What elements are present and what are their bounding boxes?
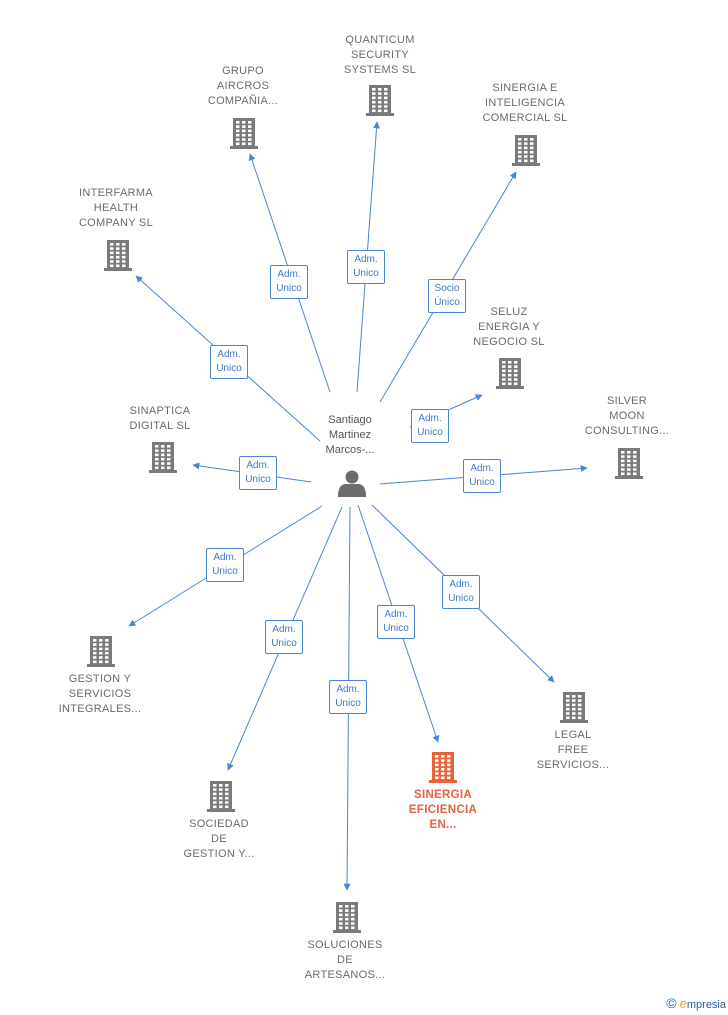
building-icon[interactable] (207, 781, 235, 812)
edge-label[interactable]: Socio Único (428, 278, 466, 313)
edge-label[interactable]: Adm. Unico (210, 344, 248, 379)
building-icon[interactable] (104, 240, 132, 271)
edges-layer (128, 121, 588, 891)
building-icon[interactable] (429, 752, 457, 783)
edge-label[interactable]: Adm. Unico (270, 264, 308, 299)
building-icon[interactable] (512, 135, 540, 166)
building-icon[interactable] (496, 358, 524, 389)
icons-layer (87, 85, 643, 933)
edge-label[interactable]: Adm. Unico (239, 455, 277, 490)
building-icon[interactable] (560, 692, 588, 723)
copyright-symbol: © (666, 995, 677, 1011)
company-label[interactable]: SILVER MOON CONSULTING... (584, 395, 670, 437)
brand-initial: e (679, 996, 687, 1011)
company-label[interactable]: GESTION Y SERVICIOS INTEGRALES... (58, 673, 142, 715)
building-icon[interactable] (366, 85, 394, 116)
edge-label[interactable]: Adm. Unico (265, 619, 303, 654)
edge-label[interactable]: Adm. Unico (442, 574, 480, 609)
edge-label[interactable]: Adm. Unico (329, 679, 367, 714)
company-label[interactable]: GRUPO AIRCROS COMPAÑIA... (207, 65, 279, 107)
company-label[interactable]: SELUZ ENERGIA Y NEGOCIO SL (473, 306, 545, 348)
company-label[interactable]: SOCIEDAD DE GESTION Y... (183, 818, 255, 860)
company-label[interactable]: QUANTICUM SECURITY SYSTEMS SL (343, 34, 417, 76)
empresia-brand[interactable]: © empresia (666, 995, 726, 1011)
brand-name: mpresia (686, 999, 726, 1011)
edge-label[interactable]: Adm. Unico (206, 547, 244, 582)
company-label[interactable]: SINAPTICA DIGITAL SL (129, 405, 191, 432)
building-icon[interactable] (230, 118, 258, 149)
building-icon[interactable] (87, 636, 115, 667)
building-icon[interactable] (333, 902, 361, 933)
person-name-label[interactable]: Santiago Martinez Marcos-... (325, 414, 375, 456)
edge-label[interactable]: Adm. Unico (463, 458, 501, 493)
company-label[interactable]: INTERFARMA HEALTH COMPANY SL (78, 187, 154, 229)
building-icon[interactable] (615, 448, 643, 479)
edge-label[interactable]: Adm. Unico (411, 408, 449, 443)
edge-label[interactable]: Adm. Unico (377, 604, 415, 639)
person-icon[interactable] (338, 470, 366, 498)
company-label[interactable]: SINERGIA EFICIENCIA EN... (408, 789, 478, 831)
company-label[interactable]: SINERGIA E INTELIGENCIA COMERCIAL SL (482, 82, 568, 124)
building-icon[interactable] (149, 442, 177, 473)
edge-label[interactable]: Adm. Unico (347, 249, 385, 284)
company-label[interactable]: LEGAL FREE SERVICIOS... (536, 729, 610, 771)
company-label[interactable]: SOLUCIONES DE ARTESANOS... (304, 939, 386, 981)
